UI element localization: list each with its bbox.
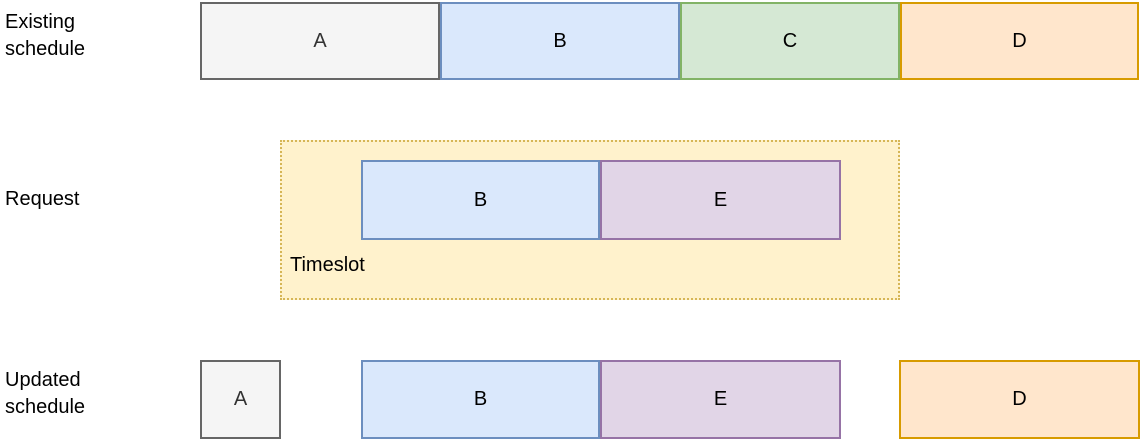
existing-block-d-label: D xyxy=(1012,29,1027,52)
existing-block-c-label: C xyxy=(782,29,798,52)
updated-block-b: B xyxy=(361,360,600,439)
existing-block-b: B xyxy=(440,2,680,80)
updated-block-e-label: E xyxy=(713,388,728,410)
updated-block-e: E xyxy=(600,360,841,439)
request-block-e-label: E xyxy=(713,188,728,211)
existing-schedule-label: Existing schedule xyxy=(5,9,85,63)
existing-block-a: A xyxy=(200,2,440,80)
updated-block-d: D xyxy=(899,360,1140,439)
existing-block-a-label: A xyxy=(313,29,327,52)
timeslot-label: Timeslot xyxy=(290,254,365,276)
existing-schedule-label-line1: Existing xyxy=(5,11,76,33)
existing-block-d: D xyxy=(900,2,1139,80)
updated-block-a-label: A xyxy=(233,388,248,410)
existing-block-b-label: B xyxy=(553,29,567,52)
updated-block-a: A xyxy=(200,360,281,439)
updated-block-d-label: D xyxy=(1012,388,1027,410)
updated-schedule-label-line1: Updated xyxy=(5,369,81,391)
request-label-line1: Request xyxy=(5,188,80,210)
existing-schedule-label-line2: schedule xyxy=(5,38,86,60)
request-block-e: E xyxy=(600,160,841,240)
request-block-b: B xyxy=(361,160,600,240)
existing-block-c: C xyxy=(680,2,900,80)
request-block-b-label: B xyxy=(473,188,488,211)
request-label: Request xyxy=(5,186,80,213)
updated-block-b-label: B xyxy=(473,388,488,410)
updated-schedule-label: Updated schedule xyxy=(5,367,85,421)
updated-schedule-label-line2: schedule xyxy=(5,396,86,418)
